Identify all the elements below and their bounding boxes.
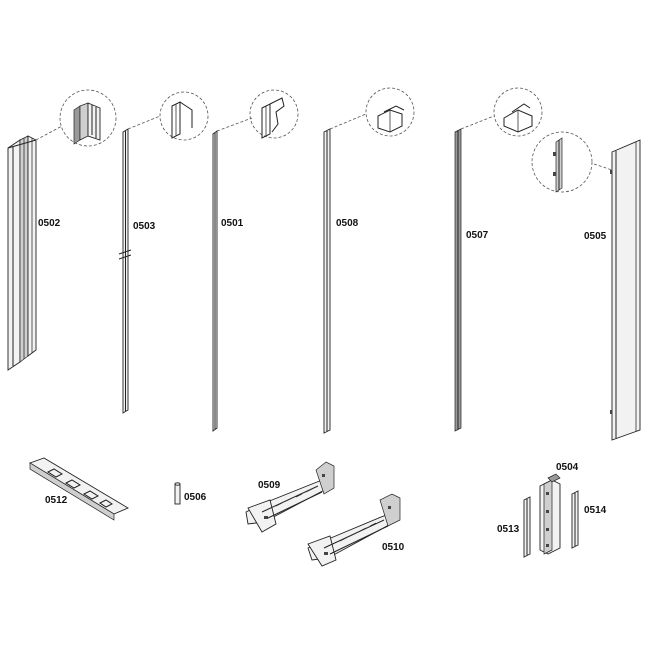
part-0506-pin [174,482,181,505]
detail-callout-0501 [216,89,299,139]
label-0503: 0503 [133,221,156,232]
detail-callout-0503 [127,91,209,141]
part-0504-bracket [539,473,561,555]
part-0508-profile [323,128,331,434]
part-0514-strip [571,490,579,549]
detail-callout-0505 [531,131,613,193]
label-0513: 0513 [497,524,520,535]
label-0502: 0502 [38,218,61,229]
label-0504: 0504 [556,462,579,473]
part-0501-profile [212,130,218,432]
part-0503-profile [118,128,132,414]
part-0507-profile [454,128,462,432]
part-0505-panel [610,139,641,441]
label-0508: 0508 [336,218,359,229]
detail-callout-0508 [329,87,415,137]
label-0507: 0507 [466,230,489,241]
label-0501: 0501 [221,218,244,229]
label-0510: 0510 [382,542,405,553]
part-0513-strip [523,496,531,558]
part-0509-bracket [245,461,335,533]
label-0509: 0509 [258,480,281,491]
part-0512-rail [28,457,129,521]
detail-callout-0502 [35,89,117,147]
part-0510-bracket [307,493,401,567]
label-0514: 0514 [584,505,607,516]
detail-callout-0507 [460,87,543,137]
label-0506: 0506 [184,492,207,503]
label-0505: 0505 [584,231,607,242]
part-0502-profile [7,135,37,371]
label-0512: 0512 [45,495,68,506]
